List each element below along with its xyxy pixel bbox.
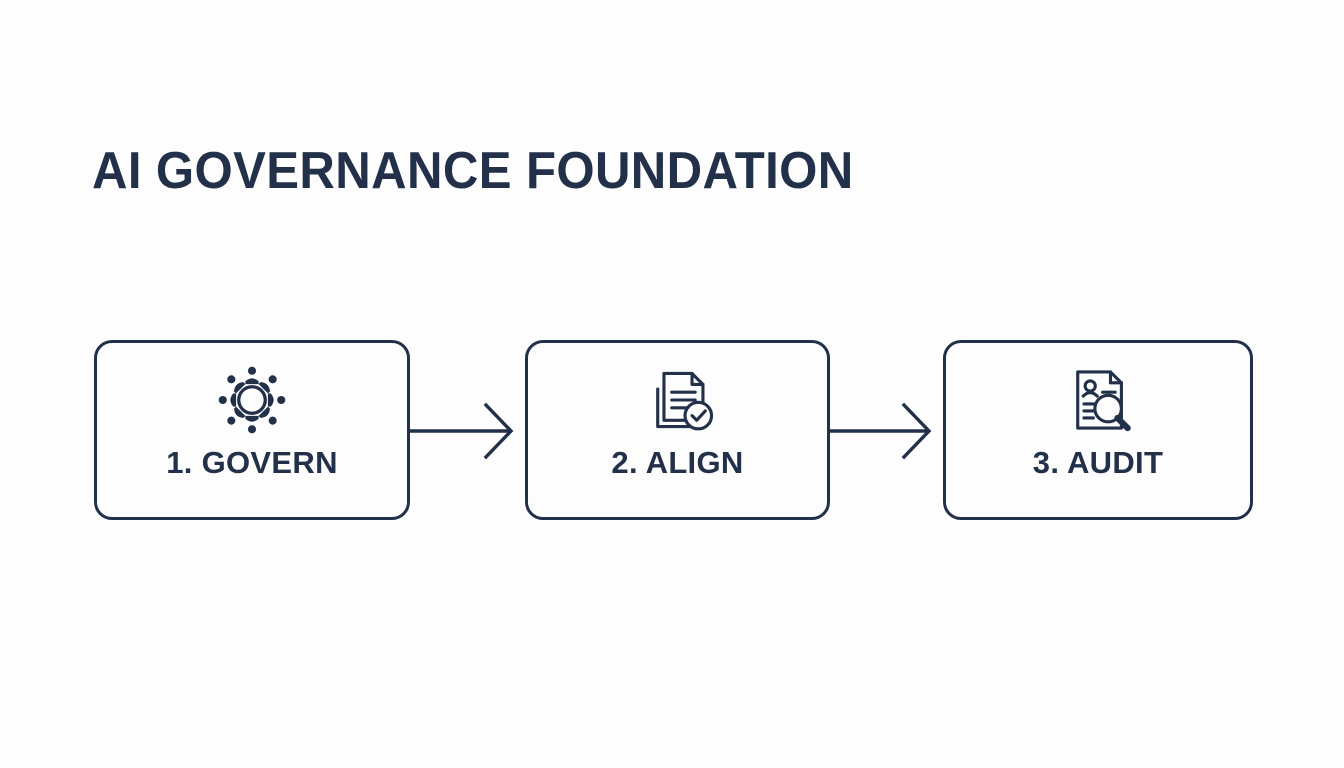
flow-step-label: 3. AUDIT xyxy=(1032,445,1164,480)
flow-step-audit[interactable]: 3. AUDIT xyxy=(943,340,1253,520)
arrow-right-icon xyxy=(410,400,526,462)
arrow-right-icon xyxy=(829,400,944,462)
flow-step-label: 2. ALIGN xyxy=(611,445,744,480)
document-magnifier-icon xyxy=(1059,361,1137,439)
process-flow: 1. GOVERN xyxy=(0,340,1344,522)
document-check-icon xyxy=(639,361,717,439)
flow-step-label: 1. GOVERN xyxy=(166,445,338,480)
page-title: AI GOVERNANCE FOUNDATION xyxy=(92,142,854,200)
flow-step-align[interactable]: 2. ALIGN xyxy=(525,340,830,520)
roundtable-people-icon xyxy=(213,361,291,439)
flow-step-govern[interactable]: 1. GOVERN xyxy=(94,340,410,520)
